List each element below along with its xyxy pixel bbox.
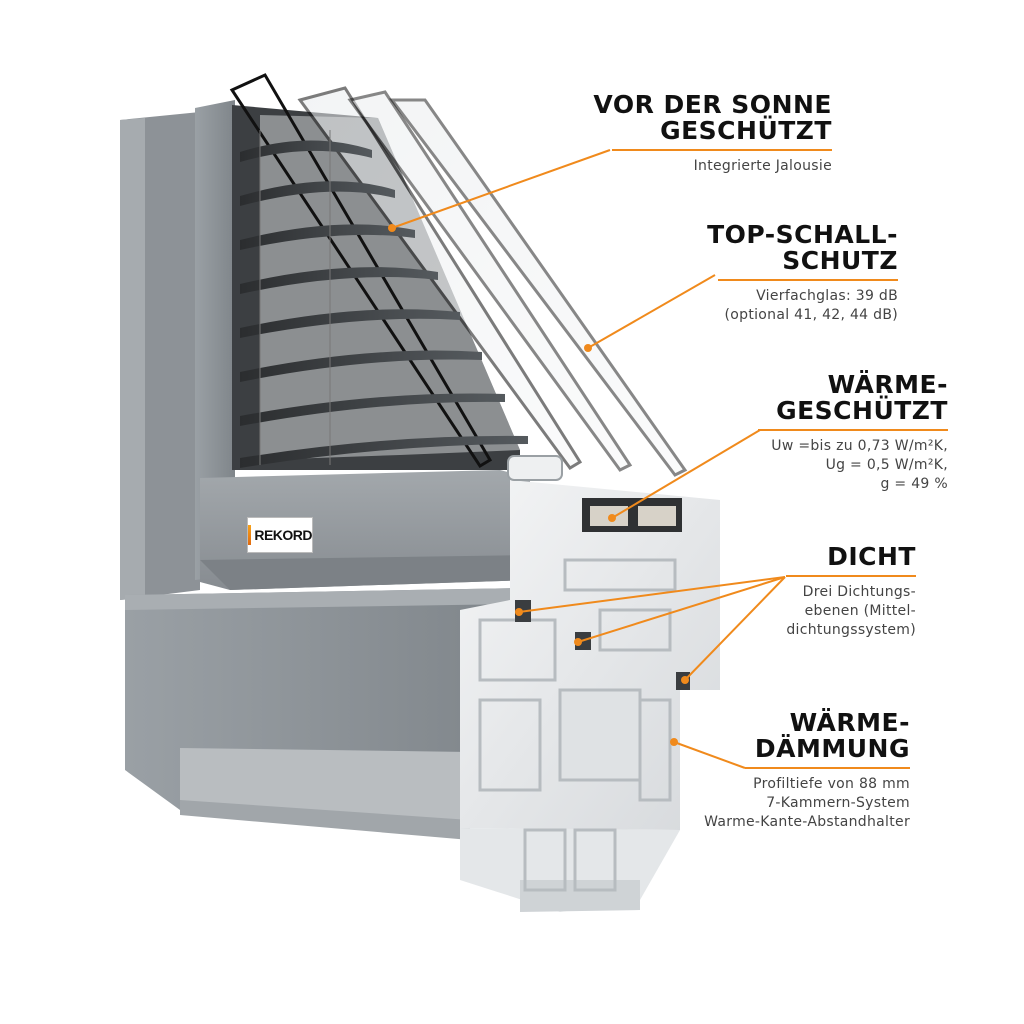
feature-description-line: g = 49 % [880, 476, 948, 492]
feature-description-line: dichtungssystem) [786, 622, 916, 638]
feature-thermal-insulation: WÄRME- DÄMMUNG Profiltiefe von 88 mm 7-K… [704, 710, 910, 832]
feature-heading-line: GESCHÜTZT [776, 396, 948, 425]
feature-heading-line: SCHUTZ [782, 246, 898, 275]
feature-heading-line: TOP-SCHALL- [707, 220, 898, 249]
glass-panes [229, 73, 688, 477]
callout-dots [388, 224, 689, 746]
feature-description-line: Vierfachglas: 39 dB [756, 288, 898, 304]
jalousie-slats [240, 130, 528, 468]
feature-description-line: Profiltiefe von 88 mm [753, 776, 910, 792]
pvc-profile [460, 455, 720, 912]
feature-sound-protection: TOP-SCHALL- SCHUTZ Vierfachglas: 39 dB (… [707, 222, 898, 325]
feature-underline [758, 429, 948, 431]
feature-description-line: 7-Kammern-System [766, 795, 910, 811]
rekord-logo-text: REKORD [254, 527, 312, 543]
callout-leader-lines [391, 149, 786, 769]
feature-underline [745, 767, 910, 769]
feature-heading-line: DÄMMUNG [754, 734, 910, 763]
feature-description-line: Ug = 0,5 W/m²K, [825, 457, 948, 473]
feature-description-line: (optional 41, 42, 44 dB) [724, 307, 898, 323]
feature-description-line: ebenen (Mittel- [804, 603, 916, 619]
feature-heading-line: VOR DER SONNE [593, 90, 832, 119]
rekord-logo: REKORD [247, 517, 313, 553]
feature-heading-line: WÄRME- [789, 708, 910, 737]
feature-heading-line: GESCHÜTZT [660, 116, 832, 145]
rekord-logo-mark-icon [248, 525, 252, 545]
feature-sealing: DICHT Drei Dichtungs- ebenen (Mittel- di… [786, 544, 916, 640]
feature-underline [718, 279, 898, 281]
feature-heading-line: DICHT [827, 542, 916, 571]
feature-description-line: Warme-Kante-Abstandhalter [704, 814, 910, 830]
feature-description-line: Drei Dichtungs- [802, 584, 916, 600]
feature-underline [786, 575, 916, 577]
feature-underline [612, 149, 832, 151]
feature-description-line: Uw =bis zu 0,73 W/m²K, [771, 438, 948, 454]
aluminium-frame [120, 100, 530, 840]
feature-sun-protection: VOR DER SONNE GESCHÜTZT Integrierte Jalo… [593, 92, 832, 176]
feature-description-line: Integrierte Jalousie [693, 158, 832, 174]
feature-heading-line: WÄRME- [827, 370, 948, 399]
feature-thermal-protection: WÄRME- GESCHÜTZT Uw =bis zu 0,73 W/m²K, … [758, 372, 948, 494]
